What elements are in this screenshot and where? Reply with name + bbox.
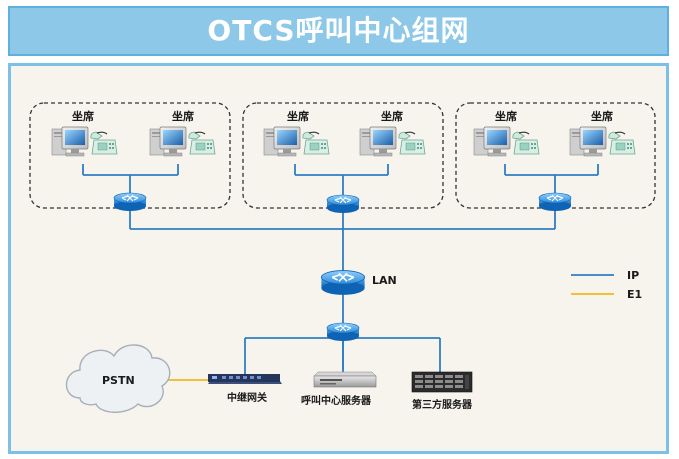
lan-router-icon bbox=[320, 269, 366, 296]
cloud-icon bbox=[65, 344, 171, 413]
cc-server-label: 呼叫中心服务器 bbox=[301, 394, 372, 407]
phone-icon bbox=[302, 131, 330, 155]
agent-label: 坐席 bbox=[287, 109, 309, 123]
phone-icon bbox=[512, 131, 540, 155]
third-party-server-label: 第三方服务器 bbox=[412, 398, 473, 411]
gateway-label: 中继网关 bbox=[227, 391, 267, 404]
agent-label: 坐席 bbox=[381, 109, 403, 123]
computer-icon bbox=[263, 126, 301, 157]
router-icon bbox=[113, 192, 147, 212]
pstn-label: PSTN bbox=[102, 374, 135, 387]
computer-icon bbox=[149, 126, 187, 157]
title-banner: OTCS呼叫中心组网 bbox=[8, 6, 669, 56]
agent-label: 坐席 bbox=[591, 109, 613, 123]
router-icon bbox=[326, 322, 360, 342]
router-icon bbox=[538, 192, 572, 212]
computer-icon bbox=[51, 126, 89, 157]
legend: IP E1 bbox=[571, 269, 642, 301]
router-icon bbox=[326, 194, 360, 214]
phone-icon bbox=[398, 131, 426, 155]
agent-label: 坐席 bbox=[72, 109, 94, 123]
computer-icon bbox=[473, 126, 511, 157]
server-icon bbox=[411, 371, 473, 393]
lan-label: LAN bbox=[372, 274, 397, 287]
page-title: OTCS呼叫中心组网 bbox=[207, 14, 470, 47]
phone-icon bbox=[90, 131, 118, 155]
phone-icon bbox=[188, 131, 216, 155]
gateway-icon bbox=[208, 374, 282, 384]
computer-icon bbox=[569, 126, 607, 157]
agent-label: 坐席 bbox=[172, 109, 194, 123]
legend-ip-label: IP bbox=[627, 269, 639, 282]
legend-e1-label: E1 bbox=[627, 288, 642, 301]
agent-label: 坐席 bbox=[495, 109, 517, 123]
phone-icon bbox=[608, 131, 636, 155]
server-icon bbox=[313, 371, 377, 388]
agent-group-3 bbox=[455, 102, 656, 209]
computer-icon bbox=[359, 126, 397, 157]
